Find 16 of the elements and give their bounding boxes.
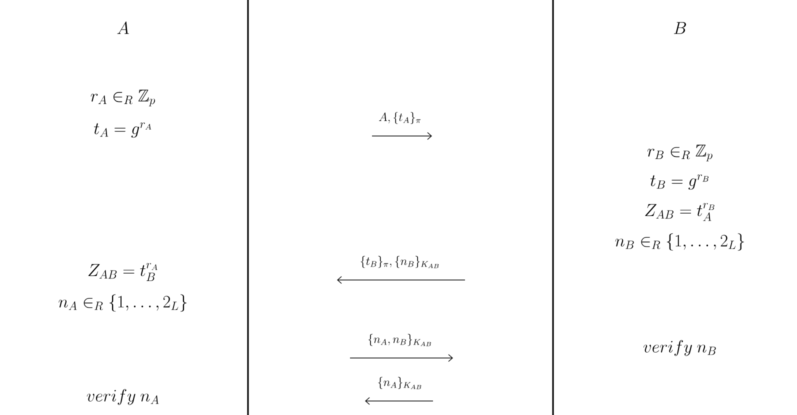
formula: $t_A = g^{r_A}$: [94, 122, 152, 138]
formula: $Z_{AB} = t_B^{r_A}$: [88, 262, 158, 281]
formula: $r_B \in_R \mathbb{Z}_p$: [647, 144, 712, 162]
formula: $verify\ n_A$: [86, 389, 159, 405]
formula: $r_A \in_R \mathbb{Z}_p$: [90, 90, 155, 106]
formula: $Z_{AB} = t_A^{r_B}$: [645, 202, 714, 221]
message-label: $\{t_B\}_\pi,\{n_B\}_{K_{AB}}$: [360, 256, 439, 268]
formula: $t_B = g^{r_B}$: [650, 174, 709, 190]
message-label: $A,\{t_A\}_\pi$: [379, 112, 421, 124]
formula: $n_A \in_R \{1,\ldots,2_L\}$: [58, 294, 187, 312]
party-name: $A$: [117, 22, 129, 34]
party-name: $B$: [674, 22, 686, 34]
message-label: $\{n_A\}_{K_{AB}}$: [378, 376, 422, 390]
formula: $verify\ n_B$: [644, 340, 716, 356]
message-label: $\{n_A,n_B\}_{K_{AB}}$: [368, 334, 431, 346]
formula: $n_B \in_R \{1,\ldots,2_L\}$: [615, 233, 744, 251]
